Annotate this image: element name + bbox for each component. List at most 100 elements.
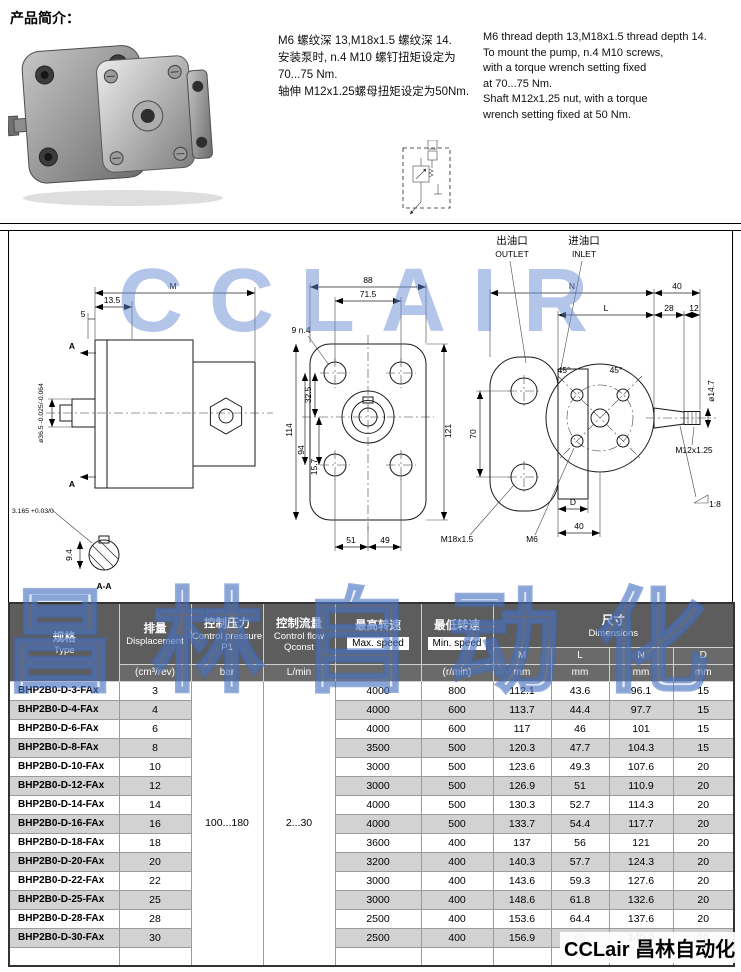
col-header-min-speed: 最低转速 Min. speed	[420, 602, 494, 665]
col-header-control-pressure: 控制压力 Control pressure P1	[190, 602, 264, 665]
cell-type: BHP2B0-D-3-FAx	[8, 680, 120, 701]
cell-control-flow: 2...30	[262, 680, 336, 967]
cell-dim-m: 126.9	[492, 775, 552, 796]
dim-label-9-4: 9.4	[64, 549, 74, 561]
cell-min-speed: 600	[420, 718, 494, 739]
dim-label-114: 114	[284, 423, 294, 437]
dim-label-49: 49	[380, 535, 390, 545]
cell-displacement: 12	[118, 775, 192, 796]
section-mark-a-top: A	[69, 341, 75, 351]
cell-min-speed: 500	[420, 775, 494, 796]
cell-displacement: 3	[118, 680, 192, 701]
cell-dim-l: 47.7	[550, 737, 610, 758]
hydraulic-schematic	[402, 140, 451, 215]
cell-dim-m: 120.3	[492, 737, 552, 758]
cell-dim-d: 20	[672, 889, 735, 910]
unit-displacement: (cm³/rev)	[118, 663, 192, 682]
cell-type: BHP2B0-D-30-FAx	[8, 927, 120, 948]
rear-view: 45° 45° N 40 L 28 12 ø14.7	[441, 281, 721, 544]
cell-dim-m: 148.6	[492, 889, 552, 910]
cell-dim-d: 15	[672, 699, 735, 720]
cell-max-speed: 3000	[334, 756, 422, 777]
note-line: 70...75 Nm.	[278, 69, 338, 81]
unit-dim-m: mm	[492, 663, 552, 682]
col-header-dim-d: D	[672, 646, 735, 665]
unit-dim-d: mm	[672, 663, 735, 682]
cell-dim-n: 104.3	[608, 737, 674, 758]
dim-label-45-right: 45°	[610, 365, 623, 375]
note-line: at 70...75 Nm.	[483, 77, 553, 90]
dim-label-32-5: 32.5	[303, 386, 313, 403]
cell-displacement: 30	[118, 927, 192, 948]
dim-label-51: 51	[346, 535, 356, 545]
cell-max-speed: 3500	[334, 737, 422, 758]
cell-dim-d: 20	[672, 813, 735, 834]
cell-type: BHP2B0-D-16-FAx	[8, 813, 120, 834]
cell-dim-m: 133.7	[492, 813, 552, 834]
cell-dim-m: 143.6	[492, 870, 552, 891]
cell-max-speed: 2500	[334, 927, 422, 948]
dim-label-port-thread: M18x1.5	[441, 534, 474, 544]
cell-min-speed: 500	[420, 737, 494, 758]
cell-dim-l: 57.7	[550, 851, 610, 872]
drawing-frame	[8, 231, 733, 602]
col-header-dim-n: N	[608, 646, 674, 665]
notes-english: M6 thread depth 13,M18x1.5 thread depth …	[483, 30, 728, 123]
side-view: M 13.5 5 ø36.5 -0.025/-0.064 A A 3.165 +…	[12, 281, 273, 591]
cell-max-speed: 4000	[334, 699, 422, 720]
cell-max-speed: 3200	[334, 851, 422, 872]
dim-label-88: 88	[363, 275, 373, 285]
cell-max-speed: 3000	[334, 775, 422, 796]
note-line: Shaft M12x1.25 nut, with a torque	[483, 93, 648, 105]
dim-label-key: 3.165 +0.03/0	[12, 508, 54, 515]
notes-chinese: M6 螺纹深 13,M18x1.5 螺纹深 14. 安装泵时, n.4 M10 …	[278, 33, 483, 101]
header-max-en: Max. speed	[347, 636, 409, 650]
cell-dim-n: 117.7	[608, 813, 674, 834]
cell-dim-n: 137.6	[608, 908, 674, 929]
dim-label-71-5: 71.5	[360, 289, 377, 299]
cell-dim-n: 124.3	[608, 851, 674, 872]
cell-dim-l: 56	[550, 832, 610, 853]
col-header-type: 规格 Type	[8, 602, 120, 682]
product-photo	[8, 45, 223, 206]
cell-control-pressure: 100...180	[190, 680, 264, 967]
cell-max-speed: 3600	[334, 832, 422, 853]
dim-label-5: 5	[81, 309, 86, 319]
header-pressure-en: Control pressure	[191, 630, 263, 642]
dim-label-m6: M6	[526, 534, 538, 544]
cell-dim-l: 64.4	[550, 908, 610, 929]
cell-dim-d: 20	[672, 908, 735, 929]
cell-displacement: 14	[118, 794, 192, 815]
cell-min-speed: 500	[420, 794, 494, 815]
cell-min-speed: 400	[420, 870, 494, 891]
cell-max-speed: 3000	[334, 889, 422, 910]
unit-pressure: bar	[190, 663, 264, 682]
cell-dim-n: 121	[608, 832, 674, 853]
header-disp-en: Displacement	[126, 636, 184, 648]
dim-label-12: 12	[689, 303, 699, 313]
col-header-max-speed: 最高转速 Max. speed	[334, 602, 422, 665]
cell-dim-n: 114.3	[608, 794, 674, 815]
cell-type: BHP2B0-D-25-FAx	[8, 889, 120, 910]
cell-max-speed: 3000	[334, 870, 422, 891]
spec-table: 规格 Type 排量 Displacement 控制压力 Control pre…	[8, 602, 736, 967]
header-disp-cn: 排量	[143, 623, 167, 636]
header-pressure-symbol: P1	[221, 641, 233, 653]
note-line: with a torque wrench setting fixed	[483, 62, 647, 74]
cell-displacement: 25	[118, 889, 192, 910]
dim-label-shaft-dia: ø36.5 -0.025/-0.064	[38, 383, 45, 443]
header-min-en: Min. speed	[427, 636, 487, 650]
unit-flow: L/min	[262, 663, 336, 682]
cell-min-speed: 500	[420, 756, 494, 777]
dim-label-70: 70	[468, 429, 478, 439]
cell-type: BHP2B0-D-6-FAx	[8, 718, 120, 739]
dim-label-l: L	[604, 303, 609, 313]
cell-dim-d: 20	[672, 832, 735, 853]
